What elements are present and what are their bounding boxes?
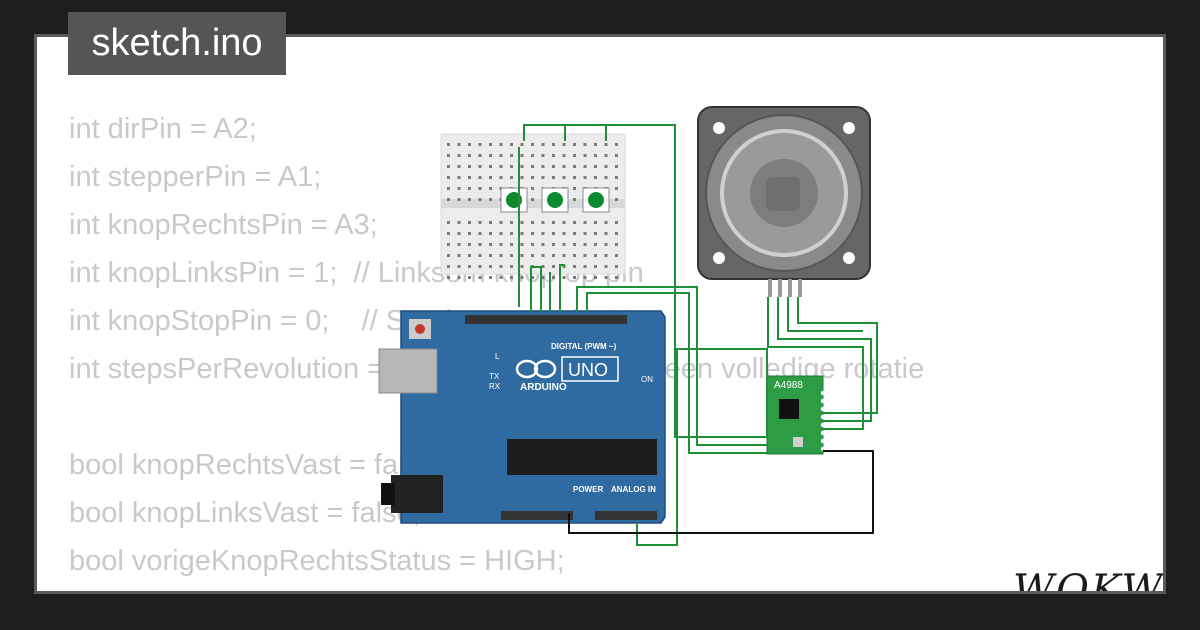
push-button-left[interactable] <box>500 187 528 213</box>
wokwi-logo: WOKWI <box>1013 567 1166 594</box>
preview-card: int dirPin = A2; int stepperPin = A1; in… <box>34 34 1166 594</box>
driver-label: A4988 <box>774 380 803 391</box>
arduino-logo-icon <box>515 359 557 379</box>
push-button-right[interactable] <box>582 187 610 213</box>
circuit-diagram: DIGITAL (PWM ~) L TX RX ON UNO ARDUINO P… <box>378 106 878 546</box>
a4988-driver[interactable]: A4988 <box>761 375 826 455</box>
analog-in-label: ANALOG IN <box>611 485 656 494</box>
code-line: bool vorigeKnopLinksStatus = HIGH; <box>69 593 542 594</box>
power-label: POWER <box>573 485 603 494</box>
rx-label: RX <box>489 382 501 391</box>
push-button-middle[interactable] <box>541 187 569 213</box>
board-model: UNO <box>568 360 608 380</box>
code-line: int knopLinksPin = 1; // Linksom knop op… <box>69 257 644 289</box>
stepper-motor[interactable] <box>697 106 871 297</box>
board-brand: ARDUINO <box>520 382 567 393</box>
code-line: bool vorigeKnopRechtsStatus = HIGH; <box>69 545 565 577</box>
breadboard[interactable] <box>440 133 626 279</box>
arduino-uno-board[interactable]: DIGITAL (PWM ~) L TX RX ON UNO ARDUINO P… <box>378 310 666 524</box>
filename-tab: sketch.ino <box>68 12 286 75</box>
code-line: int stepperPin = A1; <box>69 161 322 193</box>
led-l-label: L <box>495 352 500 361</box>
code-line: int knopRechtsPin = A3; // knop <box>69 209 578 241</box>
svg-text:WOKWI: WOKWI <box>1013 567 1166 594</box>
tx-label: TX <box>489 372 500 381</box>
digital-header-label: DIGITAL (PWM ~) <box>551 342 617 351</box>
code-line: int dirPin = A2; <box>69 113 257 145</box>
ground-wire <box>568 450 874 534</box>
on-led-label: ON <box>641 375 653 384</box>
wires <box>518 124 878 546</box>
